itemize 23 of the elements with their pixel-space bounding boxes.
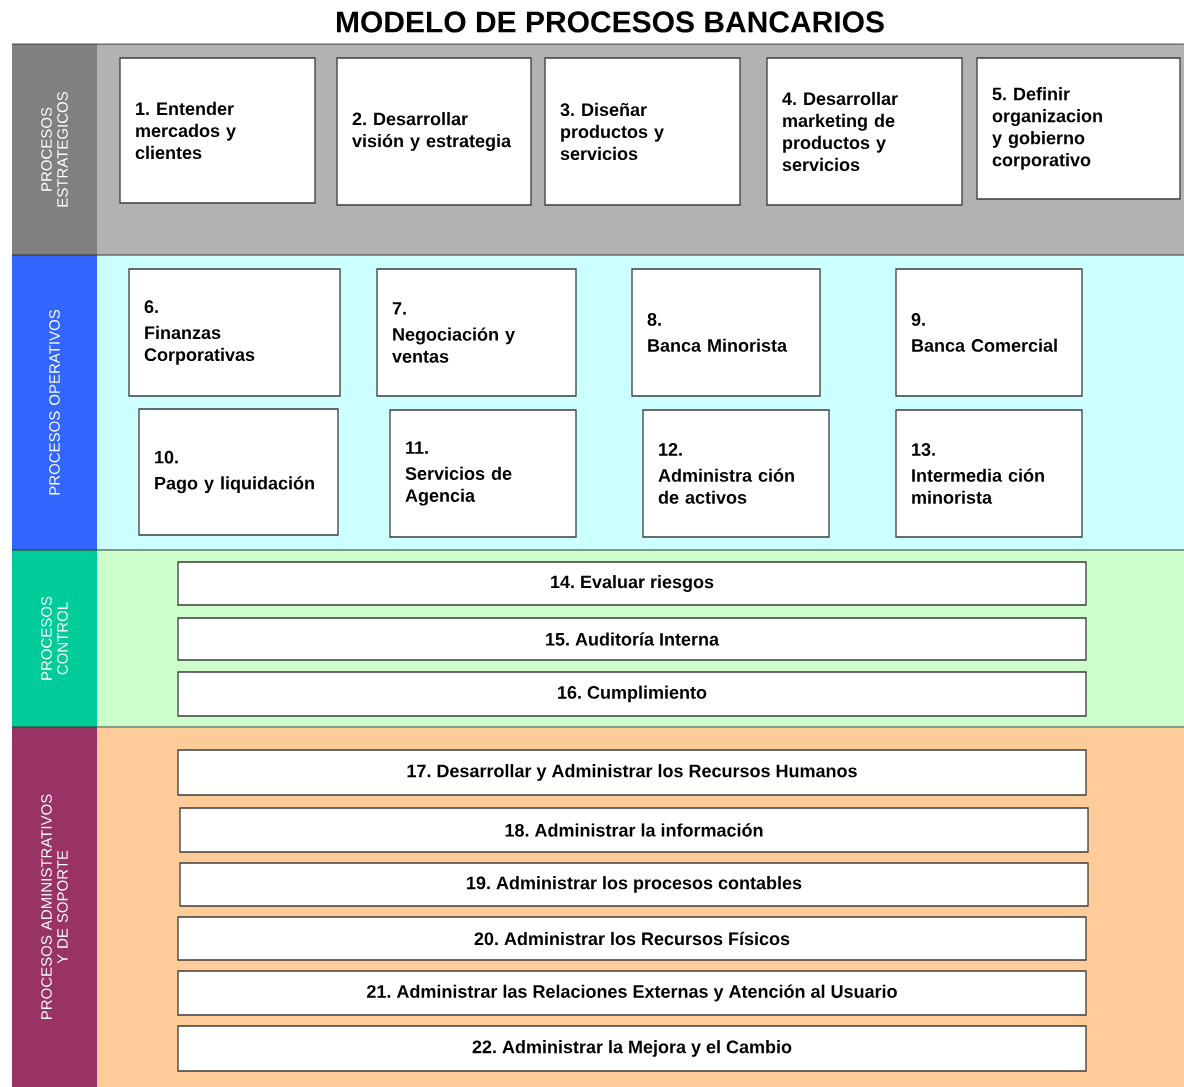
process-bar: 14. Evaluar riesgos bbox=[177, 561, 1087, 606]
title: MODELO DE PROCESOS BANCARIOS bbox=[337, 11, 884, 33]
process-bar: 17. Desarrollar y Administrar los Recursos Humanos bbox=[177, 749, 1087, 796]
process-box: 11. Servicios de Agencia bbox=[389, 409, 577, 538]
process-box: 10. Pago y liquidación bbox=[138, 408, 339, 536]
process-box: 2. Desarrollar visión y estrategia bbox=[336, 57, 532, 206]
process-box: 13. Intermedia ción minorista bbox=[895, 409, 1083, 538]
process-bar: 18. Administrar la información bbox=[179, 807, 1089, 853]
process-box: 9. Banca Comercial bbox=[895, 268, 1083, 397]
process-bar: 21. Administrar las Relaciones Externas y Atención al Usuario bbox=[177, 970, 1087, 1016]
process-bar: 19. Administrar los procesos contables bbox=[179, 862, 1089, 907]
process-box: 4. Desarrollar marketing de productos y servicios bbox=[766, 57, 963, 206]
process-bar: 16. Cumplimiento bbox=[177, 671, 1087, 717]
process-bar: 20. Administrar los Recursos Físicos bbox=[177, 916, 1087, 961]
process-box: 1. Entender mercados y clientes bbox=[119, 57, 316, 204]
process-box: 12. Administra ción de activos bbox=[642, 409, 830, 538]
process-box: 3. Diseñar productos y servicios bbox=[544, 57, 741, 206]
process-box: 5. Definir organizacion y gobierno corporativo bbox=[976, 57, 1181, 200]
process-box: 6. Finanzas Corporativas bbox=[128, 268, 341, 397]
process-bar: 15. Auditoría Interna bbox=[177, 617, 1087, 661]
process-box: 8. Banca Minorista bbox=[631, 268, 821, 397]
process-bar: 22. Administrar la Mejora y el Cambio bbox=[177, 1025, 1087, 1072]
process-box: 7. Negociación y ventas bbox=[376, 268, 577, 397]
